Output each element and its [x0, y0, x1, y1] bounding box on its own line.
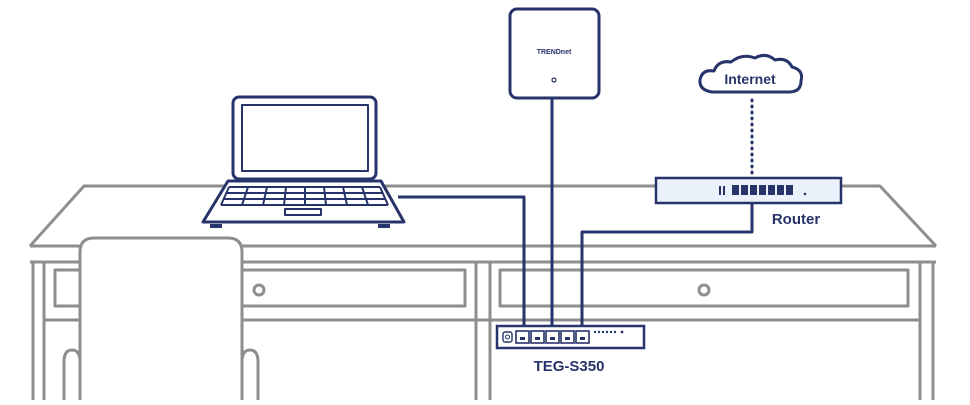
cloud-icon: Internet [698, 53, 804, 94]
internet-label: Internet [724, 71, 776, 87]
router-ports [719, 185, 807, 196]
switch-icon [495, 324, 646, 350]
access-point-led [551, 77, 557, 83]
ethernet-cables [398, 97, 754, 330]
router-label: Router [772, 211, 820, 228]
router-icon [654, 176, 843, 205]
cable-laptop-switch [398, 195, 526, 330]
chair [62, 236, 260, 400]
switch-label: TEG-S350 [534, 358, 605, 375]
cable-router-switch [580, 196, 754, 330]
laptop-icon [201, 95, 406, 228]
access-point-brand: TRENDnet [537, 49, 572, 56]
switch-leds [593, 330, 624, 334]
access-point-icon: TRENDnet [508, 7, 601, 100]
